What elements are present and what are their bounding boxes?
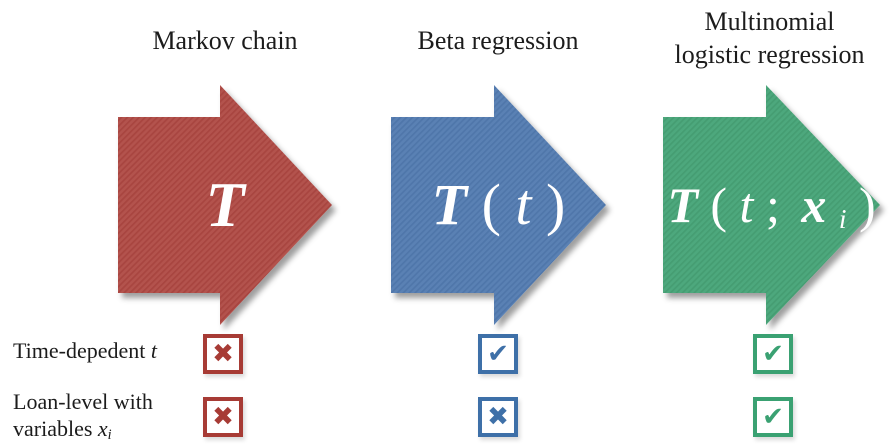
- multinomial-logistic-regression-arrow: [663, 85, 880, 325]
- mark-glyph: ✖: [212, 402, 234, 432]
- row-label-text: variables: [13, 416, 98, 441]
- row-label-text: Time-depedent: [13, 338, 151, 363]
- mark-glyph: ✔: [762, 339, 784, 369]
- formula-part: (: [710, 177, 728, 233]
- column-title-multinomial-logistic-regression: Multinomial logistic regression: [648, 5, 891, 71]
- row-label-line1: Loan-level with: [13, 389, 153, 414]
- formula-subscript: i: [838, 203, 847, 235]
- beta-time-dependent-check-mark-icon: ✔: [478, 334, 518, 374]
- formula-part: ): [859, 177, 876, 233]
- formula-part: ;: [765, 177, 780, 233]
- row-label-math-t: t: [150, 338, 158, 363]
- column-title-markov-chain: Markov chain: [118, 24, 332, 57]
- formula-part: T: [667, 177, 698, 233]
- formula-part: (: [481, 172, 501, 237]
- row-label-loan-level: Loan-level with variables xi: [13, 388, 153, 447]
- formula-part: T: [205, 169, 245, 240]
- row-label-math-x: x: [97, 416, 108, 441]
- formula-part: T: [431, 172, 468, 237]
- beta-loan-level-x-mark-icon: ✖: [478, 397, 518, 437]
- row-label-subscript-i: i: [107, 426, 112, 443]
- multinomial-loan-level-check-mark-icon: ✔: [753, 397, 793, 437]
- column-title-beta-regression: Beta regression: [388, 24, 608, 57]
- formula-multinomial-T-of-t-xi: T ( t ; x i ): [663, 162, 880, 248]
- mark-glyph: ✖: [487, 402, 509, 432]
- row-label-time-dependent: Time-depedent t: [13, 337, 157, 364]
- formula-part: t: [739, 177, 754, 233]
- markov-time-dependent-x-mark-icon: ✖: [203, 334, 243, 374]
- row-label-line2: variables xi: [13, 415, 153, 447]
- title-text-line1: Multinomial: [704, 7, 835, 36]
- multinomial-time-dependent-check-mark-icon: ✔: [753, 334, 793, 374]
- markov-loan-level-x-mark-icon: ✖: [203, 397, 243, 437]
- title-text: Beta regression: [417, 26, 579, 55]
- formula-part: x: [801, 177, 827, 233]
- formula-markov-T: T: [118, 162, 332, 248]
- title-text: Markov chain: [152, 26, 298, 55]
- title-text-line2: logistic regression: [674, 40, 865, 69]
- mark-glyph: ✔: [487, 339, 509, 369]
- formula-beta-T-of-t: T ( t ): [391, 162, 606, 248]
- formula-part: ): [546, 172, 566, 237]
- formula-part: t: [515, 172, 532, 237]
- beta-regression-arrow: [391, 85, 606, 325]
- mark-glyph: ✖: [212, 339, 234, 369]
- markov-chain-arrow: [118, 85, 332, 325]
- mark-glyph: ✔: [762, 402, 784, 432]
